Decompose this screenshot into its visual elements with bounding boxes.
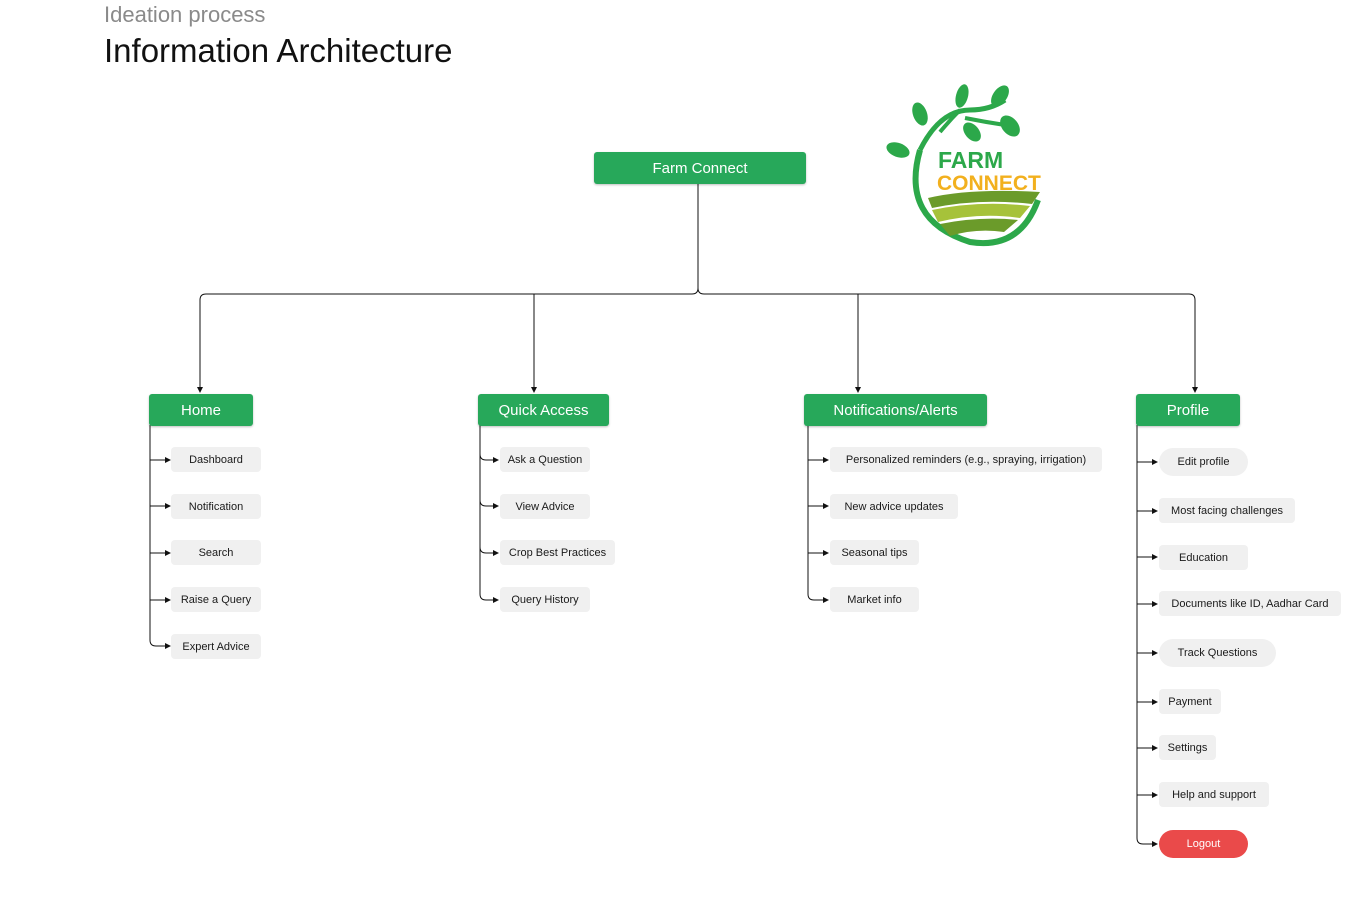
profile-vertical-line (1136, 425, 1158, 847)
root-trunk-line (197, 184, 699, 393)
home-item-notification: Notification (171, 494, 261, 519)
home-item-expert-advice: Expert Advice (171, 634, 261, 659)
home-vertical-line (149, 425, 171, 649)
home-item-search: Search (171, 540, 261, 565)
branch-quick-access: Quick Access (478, 394, 609, 426)
profile-item-most-facing-challenges: Most facing challenges (1159, 498, 1295, 523)
quick-access-item-view-advice: View Advice (500, 494, 590, 519)
page-title: Information Architecture (104, 32, 453, 69)
profile-item-education: Education (1159, 545, 1248, 570)
logo-line-1: FARM (938, 147, 1003, 173)
root-right-line (697, 287, 1198, 393)
notifications-item-market-info: Market info (830, 587, 919, 612)
notifications-item-new-advice-updates: New advice updates (830, 494, 958, 519)
profile-item-payment: Payment (1159, 689, 1221, 714)
quick-access-vertical-line (479, 425, 499, 603)
branch-notifications-alerts: Notifications/Alerts (804, 394, 987, 426)
home-item-raise-a-query: Raise a Query (171, 587, 261, 612)
farm-connect-logo: FARM CONNECT (886, 84, 1041, 247)
branch-home: Home (149, 394, 253, 426)
profile-item-logout: Logout (1159, 830, 1248, 858)
section-eyebrow: Ideation process (104, 2, 266, 27)
branch-profile: Profile (1136, 394, 1240, 426)
logo-line-2: CONNECT (937, 172, 1041, 195)
notifications-vertical-line (807, 425, 829, 603)
quick-access-item-ask-a-question: Ask a Question (500, 447, 590, 472)
root-node-farm-connect: Farm Connect (594, 152, 806, 184)
profile-item-edit-profile: Edit profile (1159, 448, 1248, 476)
quick-access-item-query-history: Query History (500, 587, 590, 612)
profile-item-documents: Documents like ID, Aadhar Card (1159, 591, 1341, 616)
home-item-dashboard: Dashboard (171, 447, 261, 472)
notifications-item-personalized-reminders: Personalized reminders (e.g., spraying, … (830, 447, 1102, 472)
profile-item-help-and-support: Help and support (1159, 782, 1269, 807)
profile-item-track-questions: Track Questions (1159, 639, 1276, 667)
quick-access-item-crop-best-practices: Crop Best Practices (500, 540, 615, 565)
profile-item-settings: Settings (1159, 735, 1216, 760)
notifications-item-seasonal-tips: Seasonal tips (830, 540, 919, 565)
